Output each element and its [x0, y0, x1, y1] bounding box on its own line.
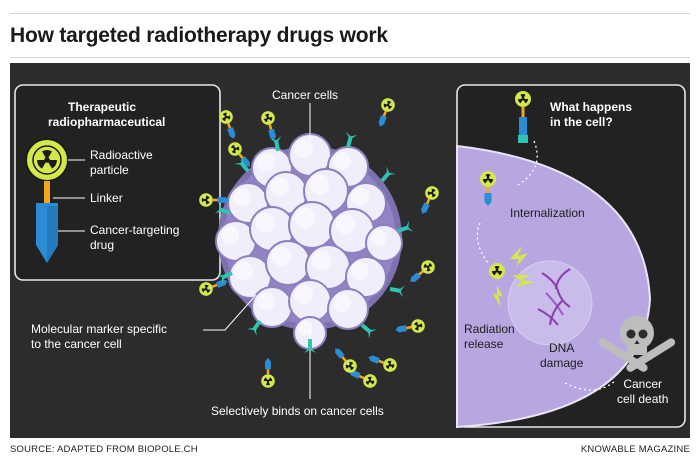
tumor-cells: [215, 133, 403, 350]
dna-line1: DNA: [549, 341, 575, 355]
legend-linker-icon: [44, 181, 50, 203]
cell-highlight: [294, 207, 316, 229]
cell-box: [456, 84, 686, 429]
cell-highlight: [333, 294, 351, 312]
publisher-credit: KNOWABLE MAGAZINE: [580, 444, 690, 455]
dna-line2: damage: [540, 356, 584, 370]
top-rule: [10, 13, 690, 14]
bound-drug-icon: [261, 358, 275, 388]
source-note: SOURCE: ADAPTED FROM BIOPOLE.CH: [10, 444, 198, 455]
title-rule: [10, 57, 690, 58]
cell-highlight: [271, 246, 292, 267]
cell-highlight: [255, 212, 276, 233]
question-line2: in the cell?: [550, 115, 613, 129]
legend-drug-line2: drug: [90, 238, 115, 252]
bound-drug-icon: [225, 139, 255, 171]
bound-drug-icon: [374, 96, 397, 129]
cell-highlight: [294, 285, 314, 305]
marker-line2: to the cancer cell: [31, 337, 122, 351]
cell-highlight: [311, 250, 332, 271]
cell-highlight: [270, 177, 290, 197]
membrane-drug-icon: [515, 91, 531, 143]
bound-drug-icon: [366, 351, 399, 374]
skull-crossbones-icon: [598, 316, 676, 372]
radiation-release-label: Radiation release: [464, 322, 515, 352]
legend-heading-2: radiopharmaceutical: [48, 115, 165, 130]
what-happens-heading: What happens in the cell?: [550, 100, 632, 130]
internalization-label: Internalization: [510, 206, 585, 220]
lightning-icon: [510, 246, 528, 267]
question-line1: What happens: [550, 100, 633, 114]
cell-highlight: [257, 292, 275, 310]
legend-heading-line1: Therapeutic: [68, 100, 137, 114]
cell-highlight: [333, 152, 351, 170]
legend-linker-label: Linker: [90, 191, 123, 205]
dna-icon: [537, 268, 571, 326]
molecular-marker-icon: [388, 283, 405, 298]
diagram-artwork: [14, 84, 686, 429]
legend-particle-line1: Radioactive: [90, 148, 153, 162]
cell-highlight: [234, 261, 254, 281]
radiation-line1: Radiation: [464, 322, 515, 336]
molecular-marker-label: Molecular marker specific to the cancer …: [31, 322, 167, 352]
molecular-marker-icon: [342, 131, 358, 149]
bound-drug-icon: [406, 257, 438, 287]
legend-radioactive-particle-icon: [25, 138, 69, 182]
cell-highlight: [298, 321, 313, 336]
bound-drug-icon: [394, 318, 426, 337]
cell-highlight: [309, 174, 330, 195]
cell-highlight: [351, 188, 369, 206]
cell-highlight: [335, 214, 356, 235]
death-line1: Cancer: [623, 377, 663, 391]
cell-highlight: [294, 139, 314, 159]
legend-heading-line2: radiopharmaceutical: [48, 115, 166, 129]
selectively-binds-label: Selectively binds on cancer cells: [211, 404, 384, 418]
tumor-cluster: [197, 96, 441, 399]
page-title: How targeted radiotherapy drugs work: [10, 24, 388, 47]
legend-drug-line1: Cancer-targeting: [90, 223, 180, 237]
release-radiation-icon: [489, 263, 505, 279]
diagram-panel: Therapeutic radiopharmaceutical Radioact…: [10, 63, 690, 438]
legend-box: [14, 84, 221, 281]
cell-highlight: [351, 262, 369, 280]
cell-highlight: [233, 188, 251, 206]
dna-damage-label: DNA damage: [540, 341, 583, 371]
cell-highlight: [370, 229, 387, 246]
death-line2: cell death: [617, 392, 669, 406]
lightning-icon: [512, 275, 535, 287]
legend-particle-line2: particle: [90, 163, 129, 177]
cell-highlight: [257, 153, 275, 171]
radiation-line2: release: [464, 337, 504, 351]
lightning-icon: [492, 285, 503, 307]
bound-drug-icon: [260, 110, 281, 142]
cancer-cells-label: Cancer cells: [272, 88, 339, 102]
legend-drug-label: Cancer-targeting drug: [90, 223, 179, 253]
marker-line1: Molecular marker specific: [31, 322, 168, 336]
nucleus: [507, 260, 593, 346]
bound-drug-icon: [416, 184, 441, 217]
legend-particle-label: Radioactive particle: [90, 148, 153, 178]
legend-heading: Therapeutic: [68, 100, 136, 115]
cell-highlight: [221, 226, 239, 244]
cell-death-label: Cancer cell death: [617, 377, 668, 407]
